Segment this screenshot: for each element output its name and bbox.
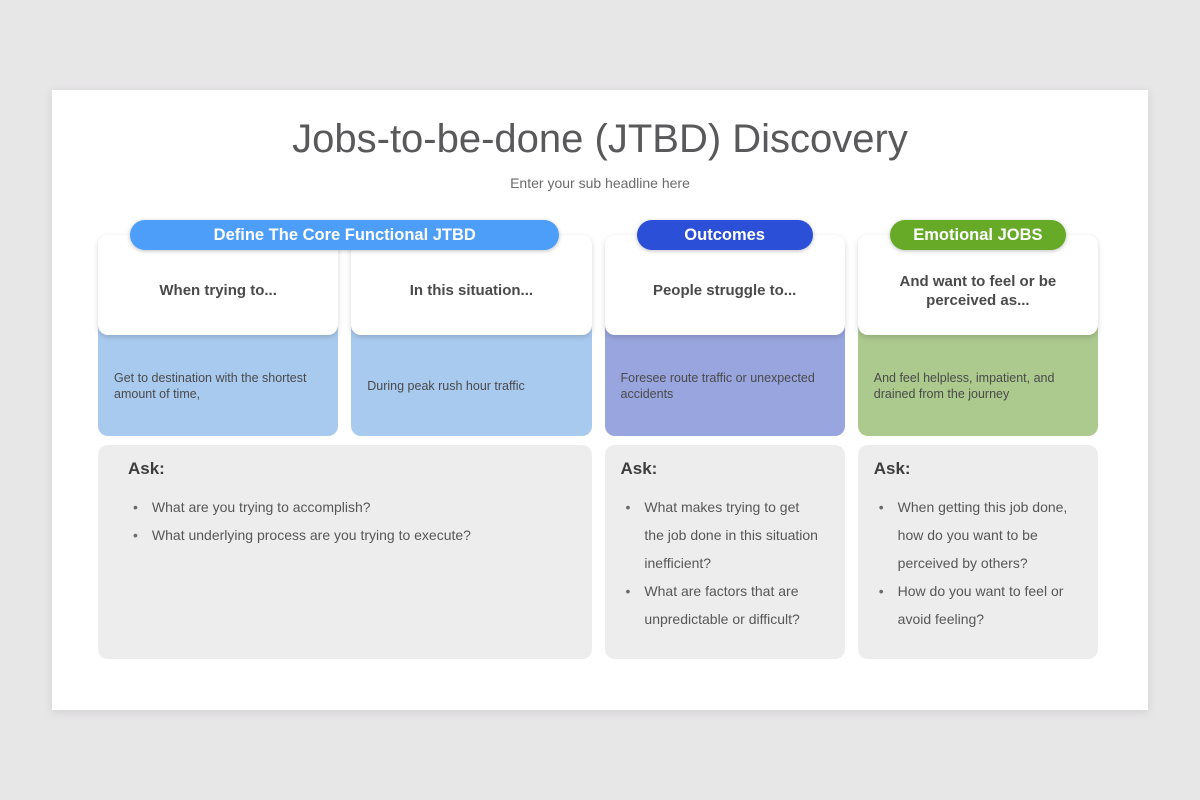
group-pill-outcomes: Outcomes — [636, 220, 813, 250]
note-outcomes-text: Foresee route traffic or unexpected acci… — [620, 370, 815, 401]
ask-bullet-list: • What makes trying to get the job done … — [621, 493, 819, 633]
note-functional-job-text: Get to destination with the shortest amo… — [114, 370, 307, 401]
card-want-to-feel: And want to feel or be perceived as... — [857, 235, 1098, 335]
page-subtitle: Enter your sub headline here — [510, 175, 690, 191]
note-situation-text: During peak rush hour traffic — [367, 378, 525, 393]
list-item-text: What makes trying to get the job done in… — [644, 499, 818, 571]
list-item-text: What are you trying to accomplish? — [151, 499, 371, 515]
group-header-row: Define The Core Functional JTBD Outcomes… — [98, 220, 1098, 250]
ask-heading: Ask: — [128, 459, 165, 478]
page-title: Jobs-to-be-done (JTBD) Discovery — [292, 117, 908, 161]
list-item: • What underlying process are you trying… — [128, 521, 566, 549]
card-in-this-situation: In this situation... — [351, 235, 592, 335]
pill-cell-outcomes: Outcomes — [605, 220, 845, 250]
bullet-icon: • — [625, 499, 631, 515]
list-item-text: What are factors that are unpredictable … — [644, 583, 800, 627]
card-when-trying-to-label: When trying to... — [159, 282, 277, 300]
ask-panel-row: Ask: • What are you trying to accomplish… — [98, 445, 1098, 659]
pill-cell-emotional: Emotional JOBS — [858, 220, 1098, 250]
list-item-text: When getting this job done, how do you w… — [897, 499, 1068, 571]
note-situation: During peak rush hour traffic — [351, 317, 592, 436]
list-item: • What are factors that are unpredictabl… — [621, 577, 819, 633]
ask-panel-functional: Ask: • What are you trying to accomplish… — [98, 445, 592, 659]
ask-heading: Ask: — [620, 459, 658, 478]
card-when-trying-to: When trying to... — [98, 235, 339, 335]
header-card-row: When trying to... In this situation... P… — [98, 235, 1098, 335]
bullet-icon: • — [133, 499, 138, 515]
note-emotional-text: And feel helpless, impatient, and draine… — [873, 370, 1055, 401]
ask-bullet-list: • What are you trying to accomplish? • W… — [128, 493, 566, 549]
list-item: • What are you trying to accomplish? — [128, 493, 566, 521]
bullet-icon: • — [133, 527, 138, 543]
note-outcomes: Foresee route traffic or unexpected acci… — [604, 317, 845, 436]
card-people-struggle-to: People struggle to... — [604, 235, 845, 335]
group-pill-emotional-jobs: Emotional JOBS — [889, 220, 1066, 250]
pill-cell-functional: Define The Core Functional JTBD — [98, 220, 592, 250]
note-functional-job: Get to destination with the shortest amo… — [98, 317, 339, 436]
ask-panel-emotional: Ask: • When getting this job done, how d… — [857, 445, 1098, 659]
ask-bullet-list: • When getting this job done, how do you… — [874, 493, 1072, 633]
card-in-this-situation-label: In this situation... — [409, 282, 534, 300]
ask-heading: Ask: — [873, 459, 911, 478]
ask-panel-outcomes: Ask: • What makes trying to get the job … — [604, 445, 845, 659]
bullet-icon: • — [878, 499, 884, 515]
note-emotional: And feel helpless, impatient, and draine… — [857, 317, 1098, 436]
card-people-struggle-to-label: People struggle to... — [652, 282, 797, 300]
list-item-text: What underlying process are you trying t… — [151, 527, 471, 543]
list-item: • What makes trying to get the job done … — [621, 493, 819, 577]
bullet-icon: • — [625, 583, 631, 599]
list-item-text: How do you want to feel or avoid feeling… — [897, 583, 1064, 627]
slide: Jobs-to-be-done (JTBD) Discovery Enter y… — [52, 90, 1148, 710]
list-item: • How do you want to feel or avoid feeli… — [874, 577, 1072, 633]
group-pill-define-core-functional-jtbd: Define The Core Functional JTBD — [130, 220, 560, 250]
list-item: • When getting this job done, how do you… — [874, 493, 1072, 577]
bullet-icon: • — [878, 583, 884, 599]
card-want-to-feel-label: And want to feel or be perceived as... — [899, 272, 1057, 310]
note-card-row: Get to destination with the shortest amo… — [98, 317, 1098, 436]
jtbd-board: Define The Core Functional JTBD Outcomes… — [98, 220, 1098, 659]
